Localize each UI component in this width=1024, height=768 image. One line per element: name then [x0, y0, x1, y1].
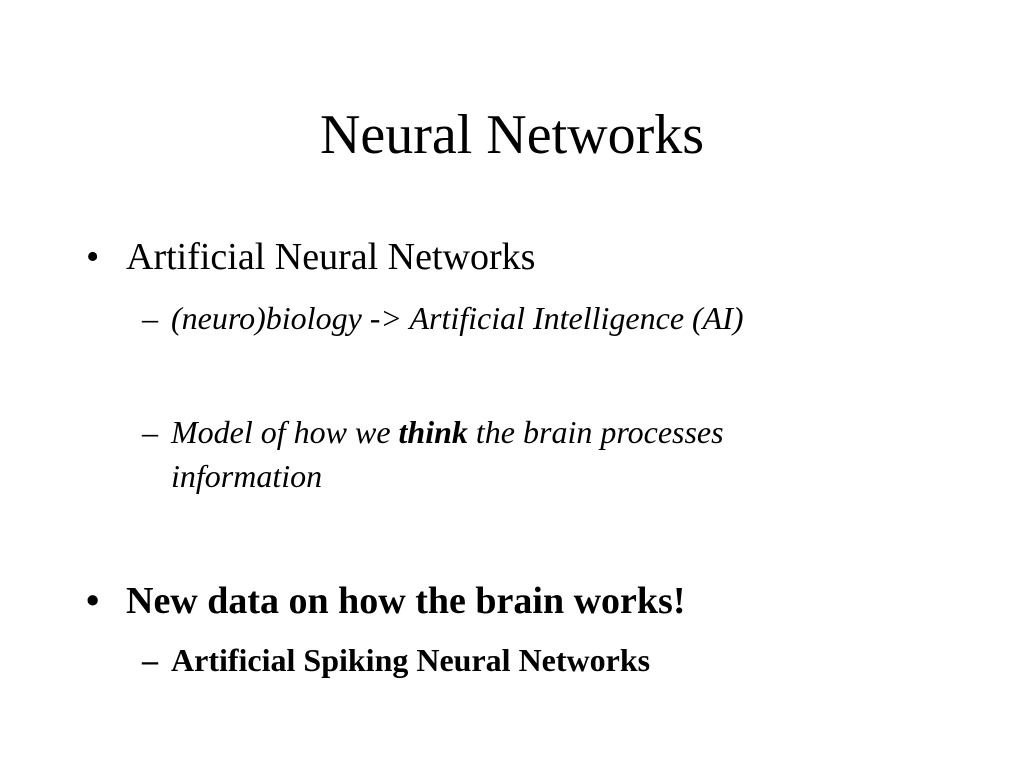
bullet-marker: • [86, 236, 100, 278]
bullet-text: Artificial Neural Networks [126, 236, 536, 278]
sub-bullet-emphasis: think [398, 414, 468, 450]
sub-bullet-dash: – [142, 300, 158, 336]
sub-bullet-text: Artificial Spiking Neural Networks [171, 642, 651, 678]
sub-bullet-dash: – [142, 642, 158, 678]
sub-bullet-item: –Model of how we think the brain process… [142, 410, 724, 498]
sub-bullet-dash: – [142, 414, 158, 450]
sub-bullet-item: –(neuro)biology -> Artificial Intelligen… [142, 296, 744, 340]
bullet-marker: • [86, 580, 100, 622]
bullet-text: New data on how the brain works! [126, 580, 686, 622]
slide-title: Neural Networks [319, 104, 705, 166]
bullet-item: • Artificial Neural Networks [86, 234, 535, 280]
sub-bullet-text-post: the brain processes [467, 414, 724, 450]
sub-bullet-continuation: information [171, 458, 323, 494]
bullet-item: • New data on how the brain works! [86, 578, 685, 624]
sub-bullet-text: (neuro)biology -> Artificial Intelligenc… [171, 300, 744, 336]
sub-bullet-item: –Artificial Spiking Neural Networks [142, 638, 650, 682]
sub-bullet-text-pre: Model of how we [171, 414, 399, 450]
